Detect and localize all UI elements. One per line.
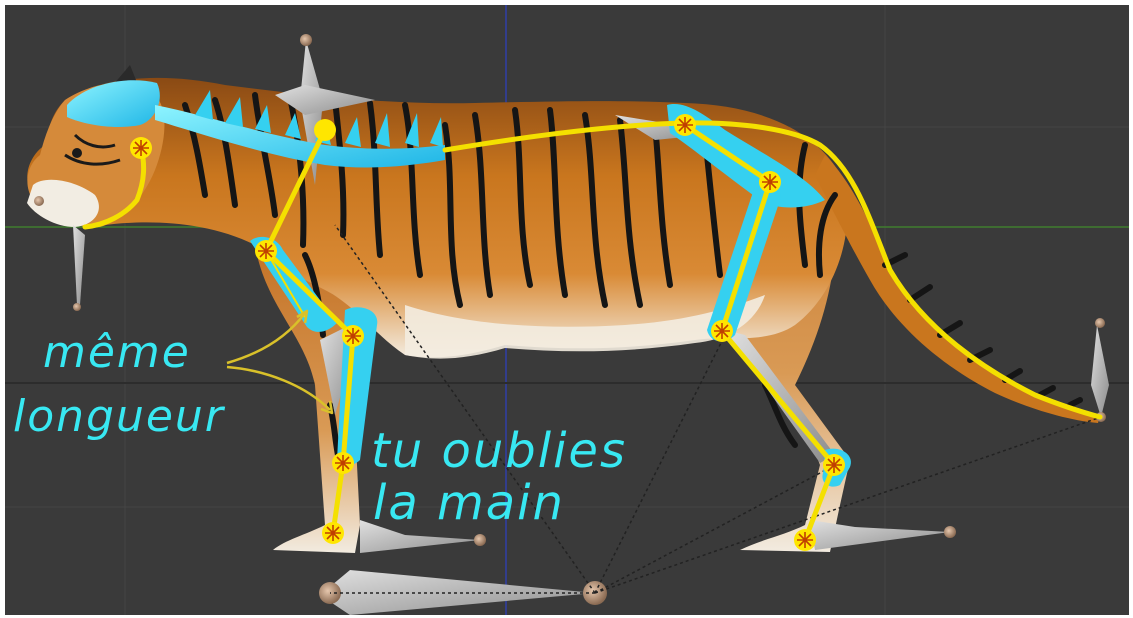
octahedral-bone-icon[interactable] — [73, 225, 85, 305]
joint-star-icon[interactable] — [674, 114, 696, 136]
octahedral-bone-icon[interactable] — [1091, 325, 1109, 417]
skull-bone[interactable] — [67, 80, 160, 128]
joint-star-icon[interactable] — [823, 454, 845, 476]
tiger-belly — [405, 295, 765, 359]
neck-joint[interactable] — [314, 119, 336, 141]
spine-curve — [442, 120, 1103, 420]
tiger-eye — [72, 148, 82, 158]
joint-star-icon[interactable] — [255, 240, 277, 262]
front-leg-shadow-line — [265, 250, 306, 318]
tiger-muzzle — [27, 179, 99, 227]
joint-star-icon[interactable] — [322, 522, 344, 544]
octahedral-bone-icon[interactable] — [810, 520, 950, 550]
joint-star-icon[interactable] — [794, 529, 816, 551]
viewport-canvas[interactable] — [5, 5, 1129, 615]
annotation-same: même — [43, 327, 191, 378]
ik-relationship-lines — [330, 224, 1102, 594]
vertebra-chain[interactable] — [155, 105, 445, 168]
annotation-arrow-icon — [226, 309, 334, 415]
annotation-you-forget: tu oublies — [371, 423, 627, 479]
vertebra-spines — [195, 90, 443, 147]
3d-viewport[interactable]: même longueur tu oublies la main — [5, 5, 1129, 615]
octahedral-bone-icon[interactable] — [275, 85, 375, 115]
tiger-torso — [27, 77, 848, 358]
joints[interactable] — [130, 114, 845, 551]
bone-tips — [34, 34, 1106, 605]
tiger-tail — [815, 155, 1100, 423]
tiger-model[interactable] — [27, 65, 1100, 553]
annotation-length: longueur — [13, 391, 225, 442]
pelvis-bone[interactable] — [667, 104, 825, 208]
joint-star-icon[interactable] — [332, 452, 354, 474]
joint-star-icon[interactable] — [711, 320, 733, 342]
joint-star-icon[interactable] — [342, 325, 364, 347]
spine-bones[interactable] — [67, 80, 851, 487]
joint-star-icon[interactable] — [759, 171, 781, 193]
octahedral-bone-icon[interactable] — [320, 570, 595, 615]
joint-star-icon[interactable] — [130, 137, 152, 159]
annotation-the-hand: la main — [373, 475, 565, 531]
neck-jaw-curve — [82, 142, 147, 230]
octahedral-bone-icon[interactable] — [360, 520, 480, 553]
